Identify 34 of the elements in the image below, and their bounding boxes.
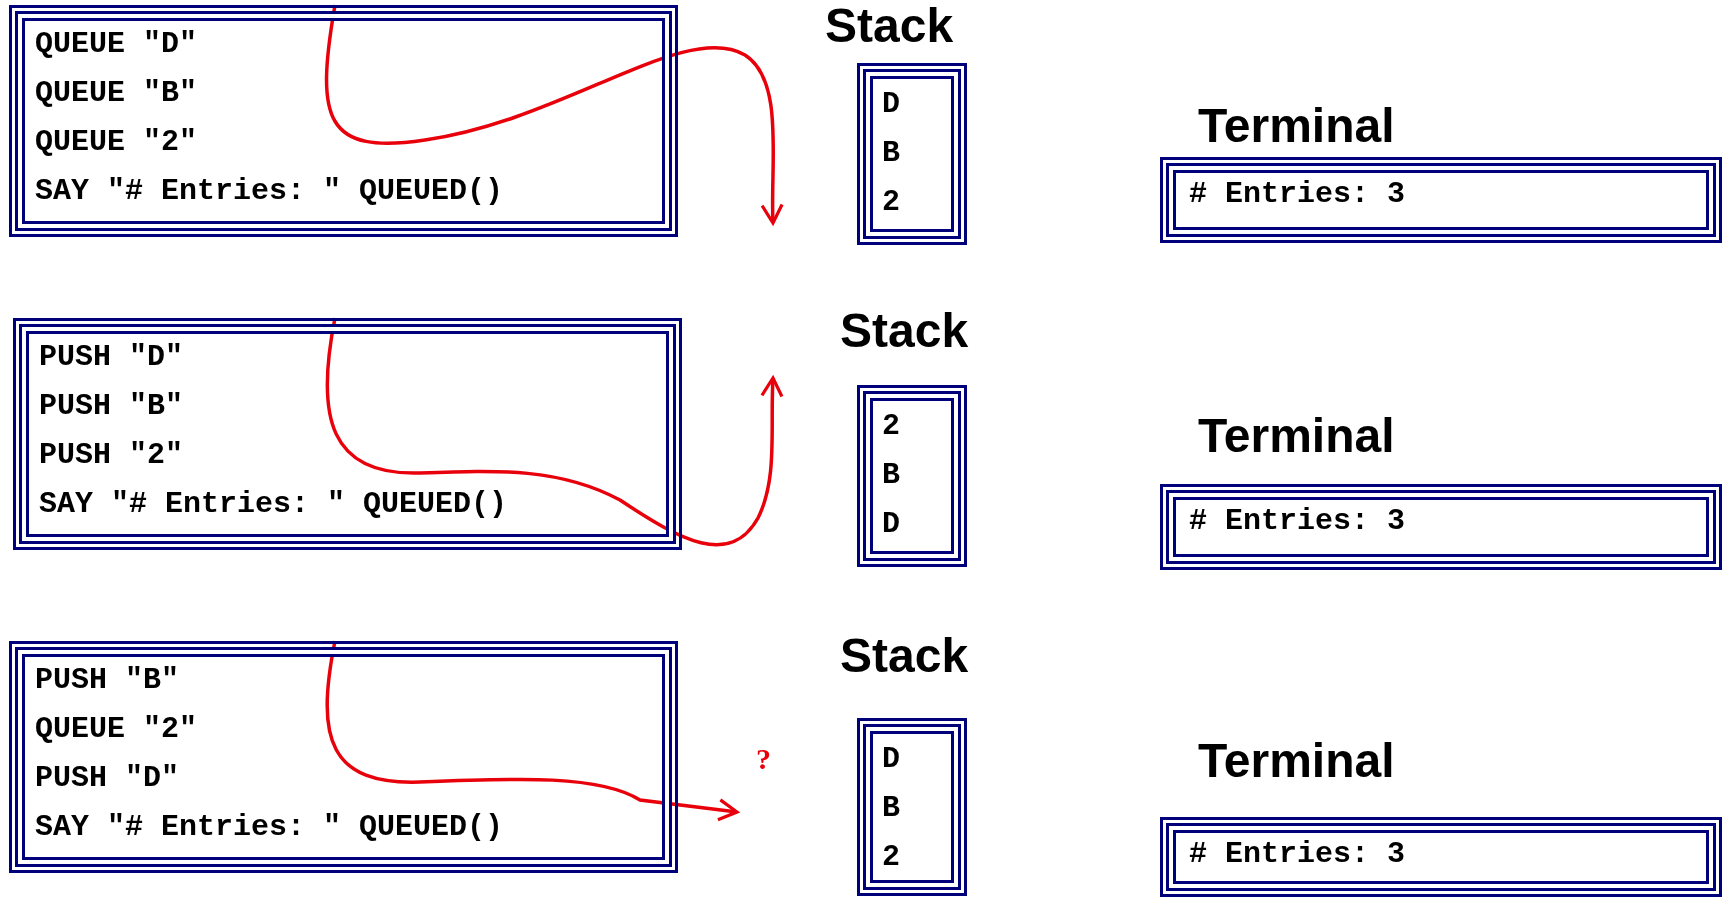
code-line: PUSH "2" <box>39 437 184 474</box>
code-line: SAY "# Entries: " QUEUED() <box>39 486 508 523</box>
code-line: SAY "# Entries: " QUEUED() <box>35 173 504 210</box>
stack-item: D <box>882 506 900 543</box>
stack-item: B <box>882 135 900 172</box>
terminal-heading: Terminal <box>1198 100 1395 152</box>
code-line: PUSH "D" <box>35 760 180 797</box>
code-panel <box>13 318 682 550</box>
stack-item: B <box>882 790 900 827</box>
stack-item: 2 <box>882 839 900 876</box>
terminal-output: # Entries: 3 <box>1189 836 1406 873</box>
stack-heading: Stack <box>840 630 969 682</box>
stack-heading: Stack <box>840 305 969 357</box>
code-line: QUEUE "2" <box>35 124 198 161</box>
code-line: QUEUE "2" <box>35 711 198 748</box>
code-line: QUEUE "D" <box>35 26 198 63</box>
code-panel <box>9 641 678 873</box>
terminal-output: # Entries: 3 <box>1189 176 1406 213</box>
terminal-heading: Terminal <box>1198 410 1395 462</box>
code-line: PUSH "B" <box>35 662 180 699</box>
code-panel <box>9 5 678 237</box>
terminal-heading: Terminal <box>1198 735 1395 787</box>
stack-item: B <box>882 457 900 494</box>
stack-item: 2 <box>882 184 900 221</box>
stack-item: D <box>882 741 900 778</box>
code-line: SAY "# Entries: " QUEUED() <box>35 809 504 846</box>
code-line: PUSH "D" <box>39 339 184 376</box>
code-line: PUSH "B" <box>39 388 184 425</box>
stack-item: 2 <box>882 408 900 445</box>
code-line: QUEUE "B" <box>35 75 198 112</box>
stack-heading: Stack <box>825 0 954 52</box>
stack-item: D <box>882 86 900 123</box>
question-mark: ? <box>756 742 771 776</box>
terminal-output: # Entries: 3 <box>1189 503 1406 540</box>
